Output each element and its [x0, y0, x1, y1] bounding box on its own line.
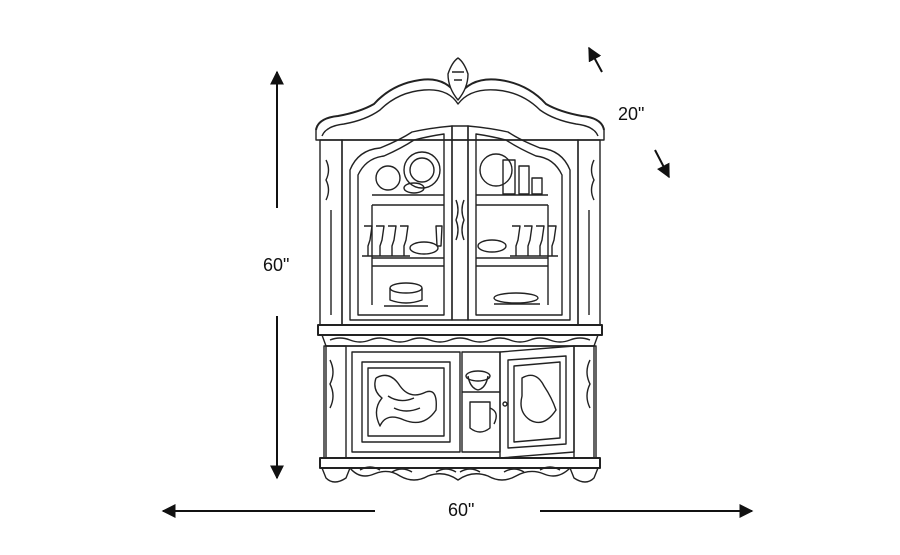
width-dimension-label: 60": [448, 500, 475, 520]
depth-dimension-arrow: [588, 46, 670, 179]
depth-dimension-label: 20": [618, 104, 645, 124]
china-cabinet-icon: [315, 57, 605, 483]
height-dimension-label: 60": [263, 255, 290, 275]
